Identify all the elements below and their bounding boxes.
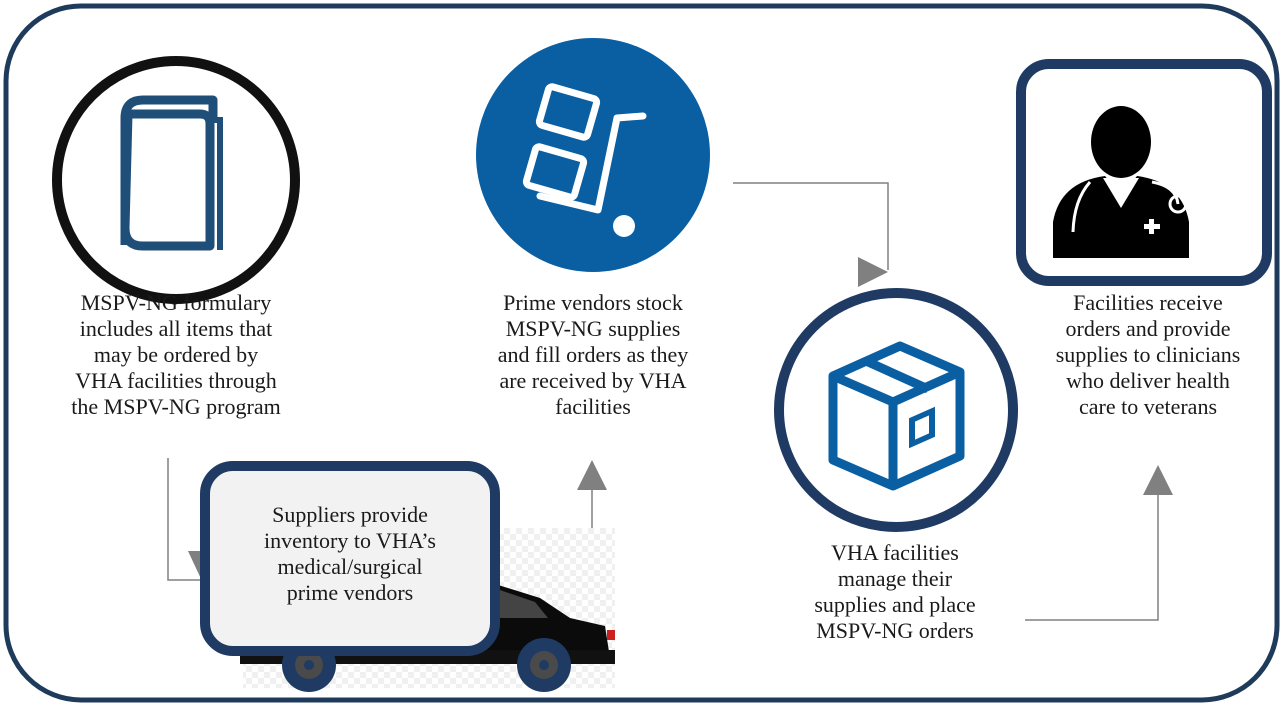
suppliers-box	[200, 461, 500, 656]
facilities-receive-text: Facilities receive orders and provide su…	[1055, 290, 1241, 419]
suppliers-text: Suppliers provide inventory to VHA’s med…	[264, 502, 436, 605]
book-icon	[52, 56, 300, 304]
hand-truck-icon	[476, 38, 710, 272]
package-box-icon	[774, 288, 1018, 532]
connector-facilities-to-clinicians	[1025, 465, 1173, 621]
facilities-manage-text: VHA facilities manage their supplies and…	[814, 540, 976, 643]
outer-frame	[3, 3, 1280, 703]
formulary-text: MSPV-NG formulary includes all items tha…	[71, 290, 281, 419]
doctor-icon	[1016, 59, 1272, 286]
prime-vendors-text: Prime vendors stock MSPV-NG supplies and…	[497, 290, 689, 419]
connector-prime-vendors-to-facilities	[733, 182, 889, 287]
